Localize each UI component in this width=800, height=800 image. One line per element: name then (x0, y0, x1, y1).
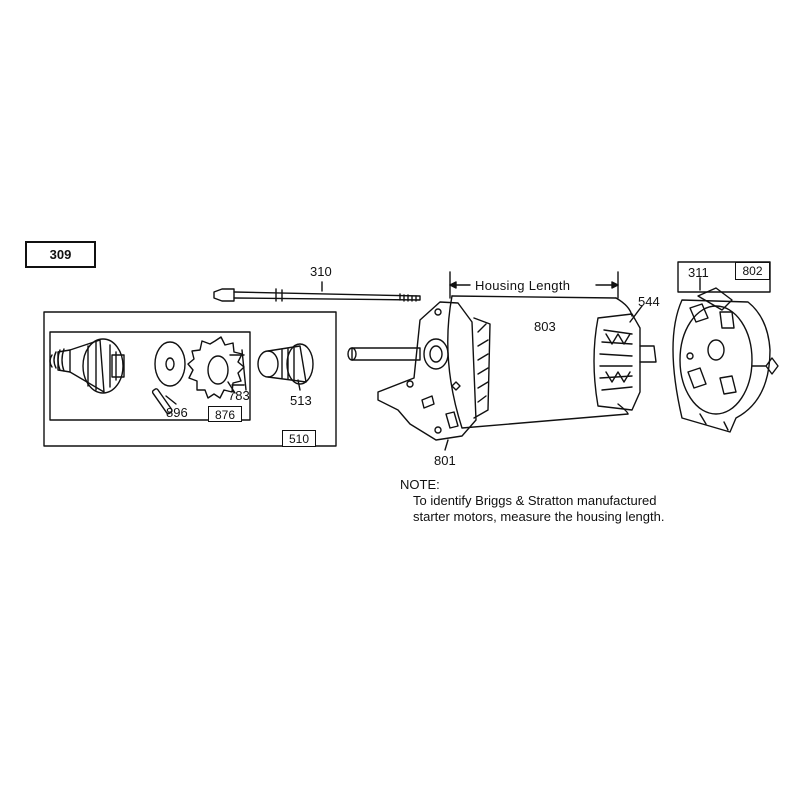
stop-collar-part (257, 343, 314, 385)
label-876: 876 (208, 406, 242, 422)
pinion-gear-part (187, 336, 247, 399)
leader-513 (297, 379, 301, 391)
label-310: 310 (310, 264, 332, 279)
roll-pin-part (151, 388, 173, 415)
label-802: 802 (735, 262, 770, 280)
label-513: 513 (290, 393, 312, 408)
motor-housing-part (447, 295, 633, 429)
leader-896 (165, 395, 177, 405)
leader-801 (444, 439, 449, 451)
page-reference-box: 309 (25, 241, 96, 268)
label-510: 510 (282, 430, 316, 447)
drive-clutch-part (49, 338, 125, 394)
armature-part (593, 313, 657, 411)
leader-544 (629, 305, 643, 323)
kit-876-outline (49, 331, 251, 421)
note-line-1: To identify Briggs & Stratton manufactur… (413, 493, 657, 508)
housing-length-label: Housing Length (472, 279, 574, 292)
through-bolt-part (213, 288, 421, 302)
label-783: 783 (228, 388, 250, 403)
note-title: NOTE: (400, 477, 440, 492)
housing-length-dimension (449, 271, 619, 299)
drive-end-cap-part (347, 301, 491, 441)
label-311: 311 (688, 265, 709, 280)
label-544: 544 (638, 294, 660, 309)
commutator-end-cap-part (672, 287, 779, 433)
label-803: 803 (534, 319, 556, 334)
page-reference-number: 309 (49, 247, 72, 262)
end-cap-802-outline (677, 261, 771, 293)
note-line-2: starter motors, measure the housing leng… (413, 509, 665, 524)
leader-783 (227, 381, 236, 394)
kit-510-outline (43, 311, 337, 447)
note-block: NOTE: To identify Briggs & Stratton manu… (400, 477, 664, 525)
label-801: 801 (434, 453, 456, 468)
thrust-washer-part (154, 341, 186, 387)
label-896: 896 (166, 405, 188, 420)
